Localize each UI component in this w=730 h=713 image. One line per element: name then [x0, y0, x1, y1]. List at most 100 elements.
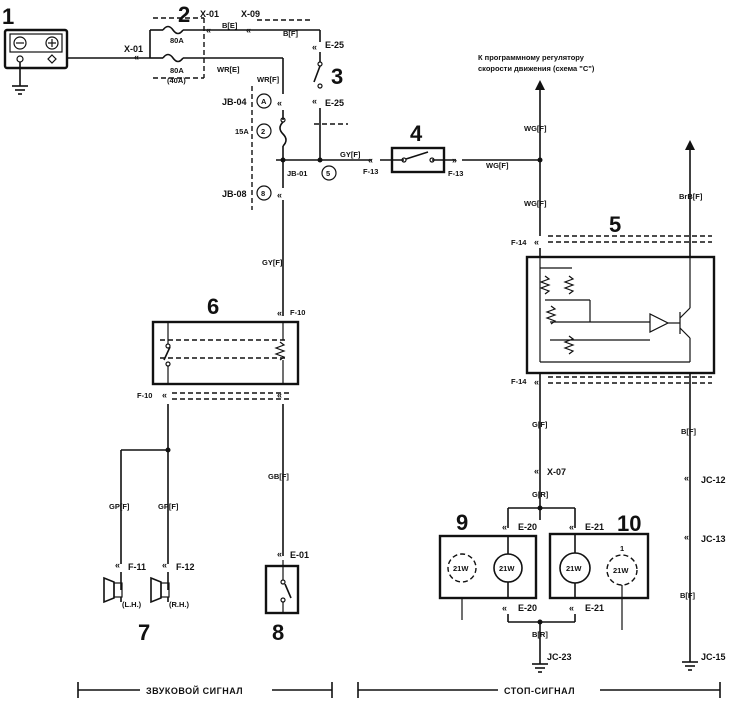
conn-jc23: JC-23 — [547, 652, 572, 662]
resistor-3-icon — [545, 305, 557, 325]
svg-text:21W: 21W — [566, 564, 582, 573]
section-horn-label: ЗВУКОВОЙ СИГНАЛ — [146, 685, 243, 696]
horn-relay-body — [151, 320, 300, 386]
svg-text:«: « — [502, 603, 507, 613]
svg-text:«: « — [312, 96, 317, 106]
stop-switch-contact — [405, 151, 429, 160]
conn-f12: F-12 — [176, 562, 195, 572]
svg-text:«: « — [684, 532, 689, 542]
stop-lamp-switch: 4 « F-13 » F-13 — [363, 121, 463, 178]
conn-x01-a: X-01 — [124, 44, 143, 54]
conn-e25-b: E-25 — [325, 98, 344, 108]
relay-body — [525, 255, 716, 375]
cruise-note-2: скорости движения (схема "С") — [478, 64, 595, 73]
conn-jc15: JC-15 — [701, 652, 726, 662]
svg-text:«: « — [569, 522, 574, 532]
conn-e21-b: E-21 — [585, 603, 604, 613]
svg-text:«: « — [162, 390, 167, 400]
svg-text:«: « — [569, 603, 574, 613]
horn-button: 8 — [264, 560, 300, 645]
wire-b-e: B[E] — [222, 21, 238, 30]
conn-x01-b: X-01 — [200, 9, 219, 19]
fuse-15a-icon — [279, 121, 287, 147]
battery-terminals — [9, 33, 63, 53]
left-lamp-body — [438, 534, 538, 600]
comparator-icon — [649, 313, 670, 333]
fuse-80a-upper-icon — [162, 25, 184, 35]
svg-text:5: 5 — [326, 169, 330, 178]
wire-b-f-relay: B[F] — [681, 427, 696, 436]
component-number-9: 9 — [456, 510, 468, 535]
section-stop-label: СТОП-СИГНАЛ — [504, 686, 575, 696]
horn-right-icon — [150, 576, 162, 604]
svg-text:«: « — [534, 377, 539, 387]
left-stop-lamp: 9 21W 21W — [438, 510, 538, 620]
fuse-80a-lower: 80A — [170, 66, 184, 75]
svg-text:2: 2 — [261, 127, 265, 136]
conn-f13-b: F-13 — [448, 169, 463, 178]
svg-text:«: « — [134, 52, 139, 62]
component-number-6: 6 — [207, 294, 219, 319]
battery-body — [3, 28, 69, 70]
svg-text:«: « — [277, 390, 282, 400]
wire-wg-f-2: WG[F] — [486, 161, 509, 170]
relay-coil-icon — [274, 341, 286, 361]
horn-relay-contact — [163, 346, 171, 361]
fuse-80a-upper: 80A — [170, 36, 184, 45]
conn-jb01: JB-01 — [287, 169, 307, 178]
wire-b-r: B[R] — [532, 630, 548, 639]
svg-text:21W: 21W — [499, 564, 515, 573]
ground-icon — [12, 85, 28, 95]
horn-right-label: (R.H.) — [169, 600, 189, 609]
conn-jb04: JB-04 — [222, 97, 247, 107]
right-stop-lamp: 10 21W 21W 1 — [548, 511, 650, 630]
svg-text:«: « — [534, 466, 539, 476]
right-lamp-body — [548, 532, 650, 600]
svg-text:«: « — [277, 190, 282, 200]
svg-text:8: 8 — [261, 189, 265, 198]
battery-plus-icon — [45, 36, 59, 50]
svg-text:«: « — [368, 155, 373, 165]
fuse-15a: 15A — [235, 127, 249, 136]
section-horn: ЗВУКОВОЙ СИГНАЛ — [77, 682, 333, 698]
wire-b-f-right: B[F] — [680, 591, 695, 600]
left-lamp-outer-bulb-icon — [447, 553, 477, 583]
svg-text:«: « — [502, 522, 507, 532]
svg-text:1: 1 — [620, 544, 624, 553]
wire-gp-f-2: GP[F] — [158, 502, 179, 511]
svg-text:«: « — [312, 42, 317, 52]
conn-f10-a: F-10 — [290, 308, 305, 317]
svg-text:A: A — [261, 97, 267, 106]
wire-gy-f-2: GY[F] — [262, 258, 283, 267]
fuse-block: 2 80A 80A (40A) — [150, 2, 210, 85]
component-number-10: 10 — [617, 511, 641, 536]
svg-text:«: « — [277, 308, 282, 318]
component-number-4: 4 — [410, 121, 423, 146]
ground-icon — [682, 661, 698, 671]
wire-b-f-top: B[F] — [283, 29, 298, 38]
conn-e20-b: E-20 — [518, 603, 537, 613]
horn-button-body — [264, 564, 300, 615]
component-number-5: 5 — [609, 212, 621, 237]
conn-f14-a: F-14 — [511, 238, 527, 247]
circle-2-icon — [256, 123, 272, 139]
horn-left-icon — [103, 576, 115, 604]
component-number-1: 1 — [2, 4, 14, 29]
horns: (L.H.) (R.H.) 7 — [103, 572, 189, 645]
wire-wg-f-1: WG[F] — [524, 124, 547, 133]
conn-x09: X-09 — [241, 9, 260, 19]
conn-jc13: JC-13 — [701, 534, 726, 544]
fuse-40a: (40A) — [167, 76, 186, 85]
svg-text:«: « — [206, 25, 211, 35]
wire-gy-f-1: GY[F] — [340, 150, 361, 159]
junction-block: JB-04 A « 15A 2 JB-01 5 GY[F] JB-08 8 « — [222, 86, 372, 210]
wire-g-r: G[R] — [532, 490, 549, 499]
wire-wr-f: WR[F] — [257, 75, 280, 84]
conn-e20-a: E-20 — [518, 522, 537, 532]
wire-wg-f-3: WG[F] — [524, 199, 547, 208]
horn-left-label: (L.H.) — [122, 600, 142, 609]
svg-text:«: « — [277, 549, 282, 559]
conn-f10-b: F-10 — [137, 391, 152, 400]
resistor-2-icon — [563, 275, 575, 295]
